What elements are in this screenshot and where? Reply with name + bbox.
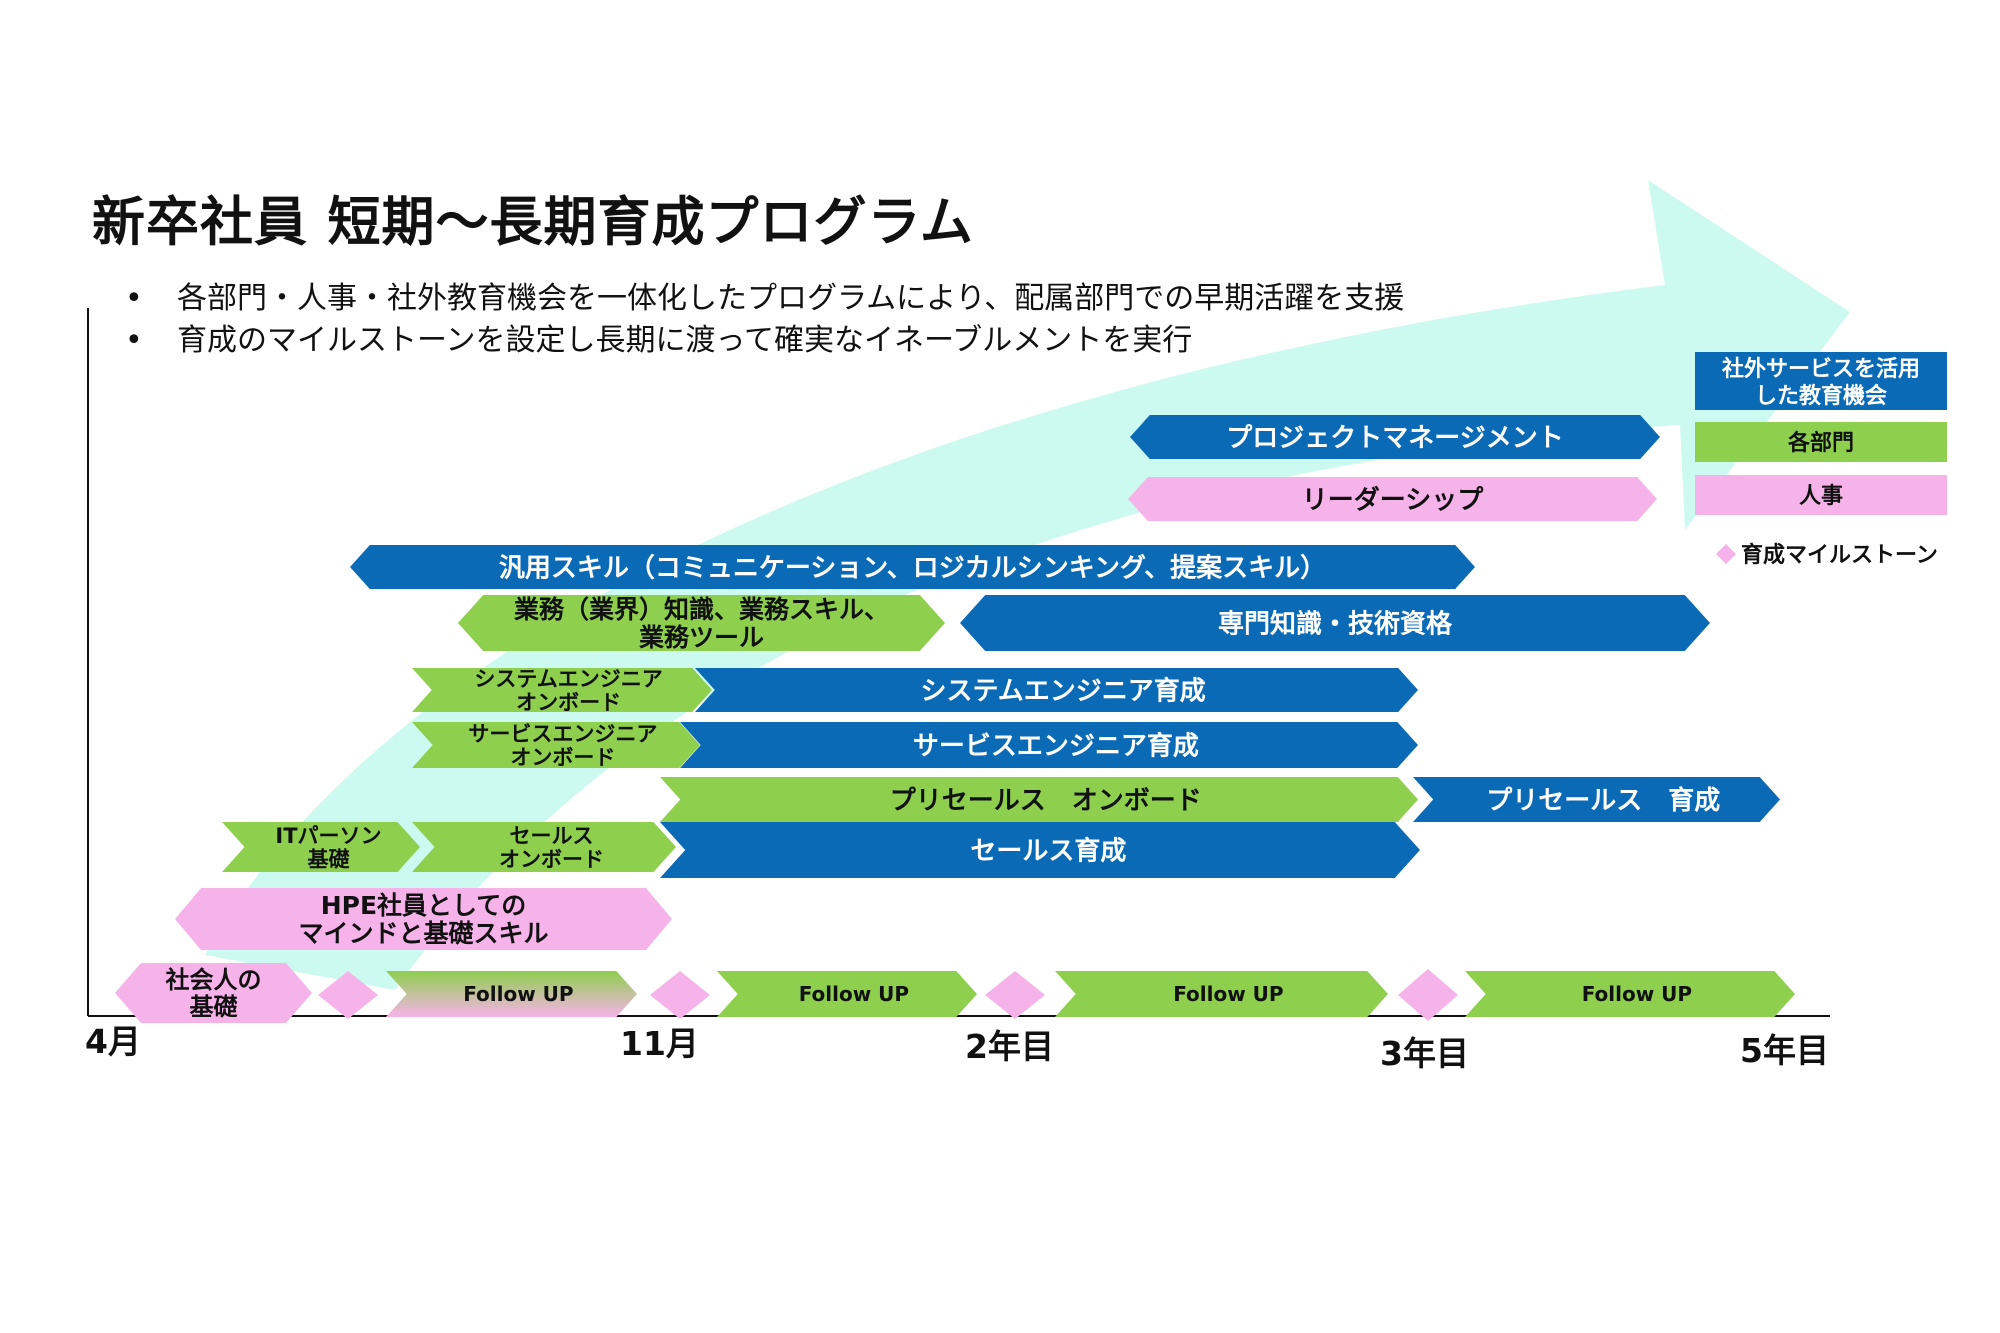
bar-project-management: プロジェクトマネージメント	[1130, 415, 1660, 459]
axis-label: 5年目	[1740, 1031, 1829, 1070]
legend-hr-label: 人事	[1799, 483, 1843, 509]
bar-shape	[386, 971, 637, 1017]
bar-shape	[717, 971, 977, 1017]
bullet-list: 各部門・人事・社外教育機会を一体化したプログラムにより、配属部門での早期活躍を支…	[125, 278, 1404, 362]
bar-shape	[222, 822, 420, 872]
bar-label: Follow UP	[1582, 982, 1692, 1006]
bullet-item: 育成のマイルストーンを設定し長期に渡って確実なイネーブルメントを実行	[125, 320, 1404, 362]
legend-external-label: 社外サービスを活用	[1722, 356, 1920, 382]
bar-shape	[115, 963, 312, 1023]
bar-shape	[175, 888, 672, 950]
bar-label: プリセールス 育成	[1486, 785, 1720, 816]
bar-shape	[1130, 415, 1660, 459]
legend-department-label: 各部門	[1787, 430, 1854, 456]
bar-se-training: システムエンジニア育成	[695, 668, 1418, 712]
bar-shape	[695, 668, 1418, 712]
bar-general-skills: 汎用スキル（コミュニケーション、ロジカルシンキング、提案スキル）	[350, 545, 1475, 589]
bar-presales-onboard: プリセールス オンボード	[660, 777, 1418, 822]
bar-label: Follow UP	[463, 982, 573, 1006]
bar-shape	[660, 777, 1418, 822]
bar-follow-up-4: Follow UP	[1465, 971, 1795, 1017]
axis-label: 3年目	[1380, 1034, 1469, 1073]
bar-label: オンボード	[516, 690, 621, 714]
legend-external-label: した教育機会	[1755, 383, 1887, 409]
bar-shape	[458, 595, 945, 651]
legend-external-swatch	[1695, 352, 1947, 410]
bullet-item: 各部門・人事・社外教育機会を一体化したプログラムにより、配属部門での早期活躍を支…	[125, 278, 1404, 320]
bar-follow-up-3: Follow UP	[1055, 971, 1388, 1017]
legend-milestone-diamond	[1716, 544, 1736, 564]
milestone-diamond	[1398, 969, 1458, 1021]
bar-label: セールス	[510, 824, 594, 848]
bar-leadership: リーダーシップ	[1128, 477, 1657, 521]
bar-shape	[412, 822, 676, 872]
bar-shape	[350, 545, 1475, 589]
bar-label: サービスエンジニア育成	[913, 730, 1199, 761]
legend-department-swatch	[1695, 422, 1947, 462]
bar-shape	[1055, 971, 1388, 1017]
bar-shape	[412, 722, 700, 768]
bar-label: セールス育成	[970, 835, 1126, 866]
bar-label: 汎用スキル（コミュニケーション、ロジカルシンキング、提案スキル）	[499, 552, 1326, 583]
bar-label: Follow UP	[1173, 982, 1283, 1006]
bar-follow-up-1: Follow UP	[386, 971, 637, 1017]
bar-label: HPE社員としての	[321, 891, 527, 920]
page-title: 新卒社員 短期〜長期育成プログラム	[92, 192, 974, 253]
axis-label: 2年目	[965, 1027, 1054, 1066]
trend-arrow	[205, 180, 1850, 990]
bar-business-knowledge: 業務（業界）知識、業務スキル、業務ツール	[458, 595, 945, 652]
legend-hr-swatch	[1695, 475, 1947, 515]
bar-label: プロジェクトマネージメント	[1226, 423, 1563, 453]
bar-label: システムエンジニア	[474, 667, 662, 691]
axis-label: 11月	[620, 1024, 699, 1063]
bar-shape	[1465, 971, 1795, 1017]
bar-sales-training: セールス育成	[660, 822, 1420, 878]
bar-label: リーダーシップ	[1302, 484, 1484, 515]
bar-label: 業務（業界）知識、業務スキル、	[514, 595, 889, 624]
bar-shape	[660, 822, 1420, 878]
bar-shape	[1128, 477, 1657, 521]
legend-milestone-label: 育成マイルストーン	[1741, 542, 1938, 568]
bar-shape	[960, 595, 1710, 651]
bar-shape	[1413, 777, 1780, 822]
milestone-diamond	[985, 971, 1045, 1019]
bar-label: システムエンジニア育成	[920, 675, 1205, 706]
bar-label: ITパーソン	[275, 824, 381, 848]
bar-shape	[412, 668, 712, 712]
bar-label: 基礎	[190, 993, 238, 1021]
bar-label: オンボード	[499, 847, 604, 871]
bar-follow-up-2: Follow UP	[717, 971, 977, 1017]
bar-label: サービスエンジニア	[468, 722, 657, 746]
bar-label: 専門知識・技術資格	[1218, 608, 1453, 639]
bar-label: Follow UP	[799, 982, 909, 1006]
milestone-diamond	[318, 971, 378, 1019]
axis-label: 4月	[85, 1022, 141, 1061]
milestone-diamond	[650, 971, 710, 1019]
bar-label: オンボード	[510, 745, 615, 769]
bar-expertise-certification: 専門知識・技術資格	[960, 595, 1710, 651]
bar-presales-training: プリセールス 育成	[1413, 777, 1780, 822]
bar-service-training: サービスエンジニア育成	[680, 722, 1418, 768]
bar-label: 業務ツール	[639, 623, 764, 652]
bar-label: マインドと基礎スキル	[298, 919, 548, 948]
bar-shape	[680, 722, 1418, 768]
bar-label: 社会人の	[166, 966, 262, 994]
bar-label: プリセールス オンボード	[890, 786, 1202, 816]
bar-label: 基礎	[308, 847, 350, 871]
